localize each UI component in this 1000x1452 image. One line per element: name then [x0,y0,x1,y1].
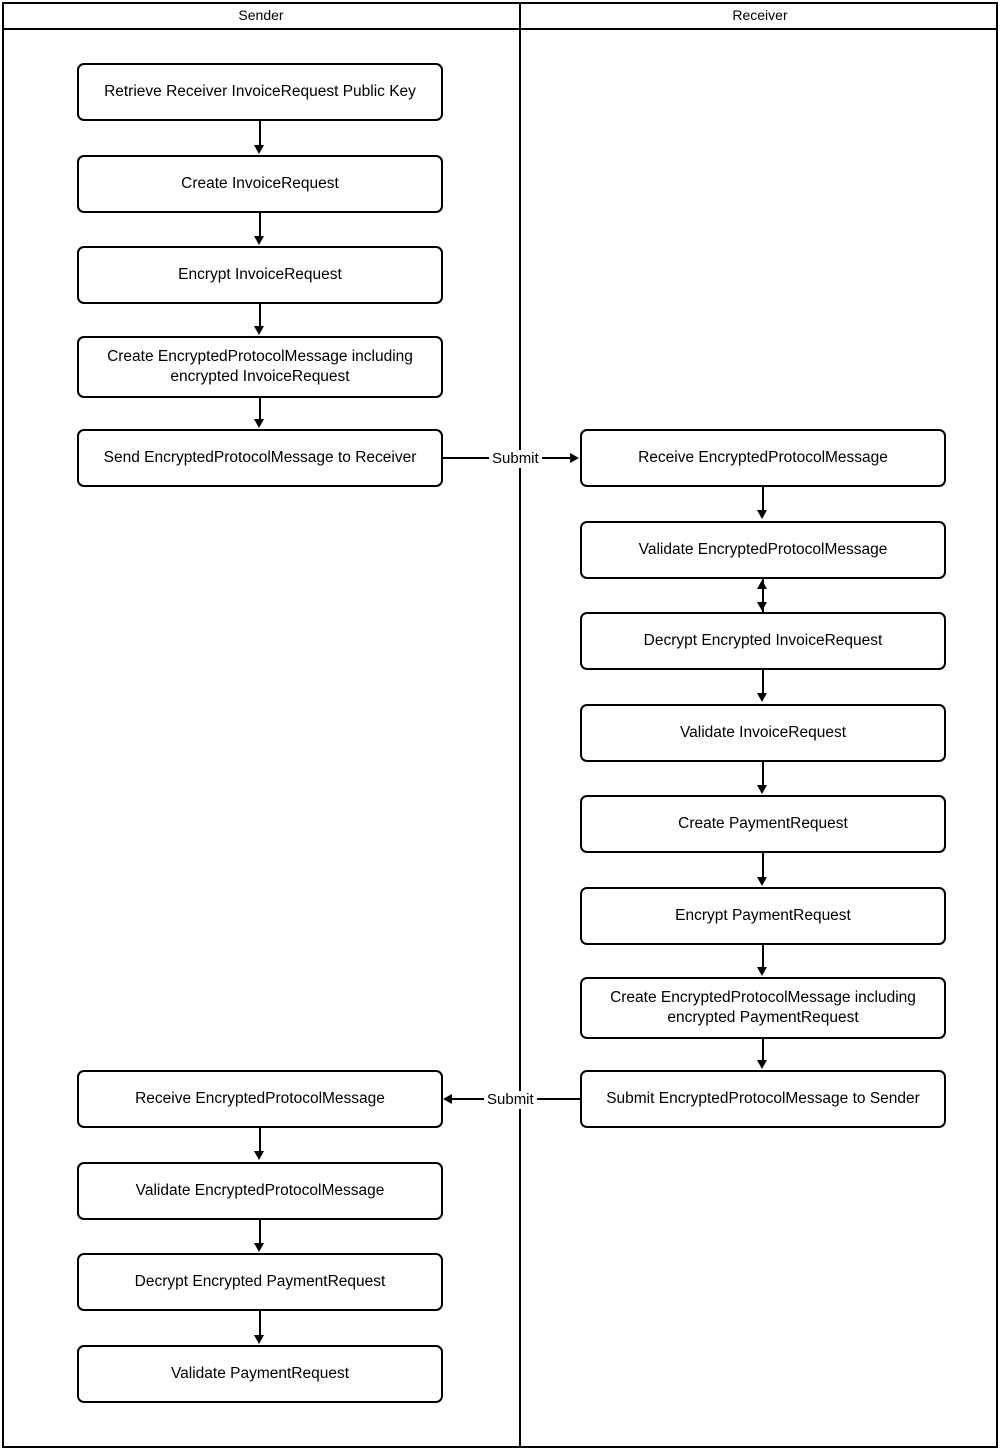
node-label: Submit EncryptedProtocolMessage to Sende… [606,1090,920,1107]
node-label: Decrypt Encrypted InvoiceRequest [643,632,883,649]
edge-s2-s3-line [259,213,261,237]
node-submit-encryptedprotocolmessage-to-sender[interactable]: Submit EncryptedProtocolMessage to Sende… [580,1070,946,1128]
node-label: Create EncryptedProtocolMessage includin… [610,989,916,1026]
node-label: Create PaymentRequest [678,815,848,832]
edge-r5-r6-arrowhead-icon [756,877,767,886]
edge-label-submit-to-receiver: Submit [489,450,542,468]
edge-s4-s5-line [259,398,261,420]
edge-r2-r3-arrowhead-up-icon [756,580,767,589]
node-encrypt-invoicerequest[interactable]: Encrypt InvoiceRequest [77,246,443,304]
node-label: Validate PaymentRequest [170,1365,350,1382]
node-label: Create InvoiceRequest [181,175,339,192]
edge-r2-r3-line [762,579,764,612]
node-label: Retrieve Receiver InvoiceRequest Public … [104,83,416,100]
edge-label-submit-to-sender: Submit [484,1091,537,1109]
edge-s3-s4-line [259,304,261,327]
edge-r6-r7-line [762,945,764,968]
edge-r5-r6-line [762,853,764,878]
edge-s6-s7-arrowhead-icon [253,1151,264,1160]
edge-r8-s6-arrowhead-icon [443,1093,452,1104]
edge-r1-r2-line [762,487,764,511]
node-encrypt-paymentrequest[interactable]: Encrypt PaymentRequest [580,887,946,945]
node-label: Validate EncryptedProtocolMessage [135,1182,385,1199]
edge-r7-r8-line [762,1039,764,1061]
edge-s4-s5-arrowhead-icon [253,419,264,428]
node-validate-encryptedprotocolmessage-sender[interactable]: Validate EncryptedProtocolMessage [77,1162,443,1220]
node-label: Receive EncryptedProtocolMessage [638,449,888,466]
edge-r3-r4-arrowhead-icon [756,693,767,702]
node-create-encryptedprotocolmessage-paymentrequest[interactable]: Create EncryptedProtocolMessage includin… [580,977,946,1039]
node-decrypt-encrypted-invoicerequest[interactable]: Decrypt Encrypted InvoiceRequest [580,612,946,670]
edge-r6-r7-arrowhead-icon [756,967,767,976]
edge-r1-r2-arrowhead-icon [756,510,767,519]
node-send-encryptedprotocolmessage-to-receiver[interactable]: Send EncryptedProtocolMessage to Receive… [77,429,443,487]
edge-s1-s2-arrowhead-icon [253,145,264,154]
edge-r4-r5-line [762,762,764,786]
lane-header-sender: Sender [238,7,284,23]
node-label: Decrypt Encrypted PaymentRequest [134,1273,386,1290]
lane-header-receiver: Receiver [732,7,788,23]
edge-s7-s8-arrowhead-icon [253,1243,264,1252]
node-label: Send EncryptedProtocolMessage to Receive… [103,449,417,466]
node-label: Validate InvoiceRequest [679,724,846,741]
node-create-paymentrequest[interactable]: Create PaymentRequest [580,795,946,853]
node-validate-paymentrequest[interactable]: Validate PaymentRequest [77,1345,443,1403]
edge-r4-r5-arrowhead-icon [756,785,767,794]
edge-r7-r8-arrowhead-icon [756,1060,767,1069]
edge-s7-s8-line [259,1220,261,1244]
node-create-invoicerequest[interactable]: Create InvoiceRequest [77,155,443,213]
edge-s8-s9-line [259,1311,261,1336]
node-validate-invoicerequest[interactable]: Validate InvoiceRequest [580,704,946,762]
node-receive-encryptedprotocolmessage-sender[interactable]: Receive EncryptedProtocolMessage [77,1070,443,1128]
node-create-encryptedprotocolmessage-invoicerequest[interactable]: Create EncryptedProtocolMessage includin… [77,336,443,398]
edge-s6-s7-line [259,1128,261,1152]
lane-divider [519,2,521,1448]
node-label: Encrypt PaymentRequest [675,907,851,924]
edge-s8-s9-arrowhead-icon [253,1335,264,1344]
node-label: Encrypt InvoiceRequest [178,266,342,283]
lane-header-row: Sender Receiver [2,2,998,30]
edge-s5-r1-arrowhead-icon [570,452,579,463]
node-decrypt-encrypted-paymentrequest[interactable]: Decrypt Encrypted PaymentRequest [77,1253,443,1311]
node-label: Validate EncryptedProtocolMessage [638,541,888,558]
edge-r2-r3-arrowhead-down-icon [756,602,767,611]
node-validate-encryptedprotocolmessage-receiver[interactable]: Validate EncryptedProtocolMessage [580,521,946,579]
edge-r3-r4-line [762,670,764,694]
node-label: Receive EncryptedProtocolMessage [135,1090,385,1107]
edge-s2-s3-arrowhead-icon [253,236,264,245]
edge-s1-s2-line [259,121,261,146]
node-retrieve-receiver-invoicerequest-public-key[interactable]: Retrieve Receiver InvoiceRequest Public … [77,63,443,121]
edge-s3-s4-arrowhead-icon [253,326,264,335]
node-label: Create EncryptedProtocolMessage includin… [107,348,413,385]
node-receive-encryptedprotocolmessage-receiver[interactable]: Receive EncryptedProtocolMessage [580,429,946,487]
